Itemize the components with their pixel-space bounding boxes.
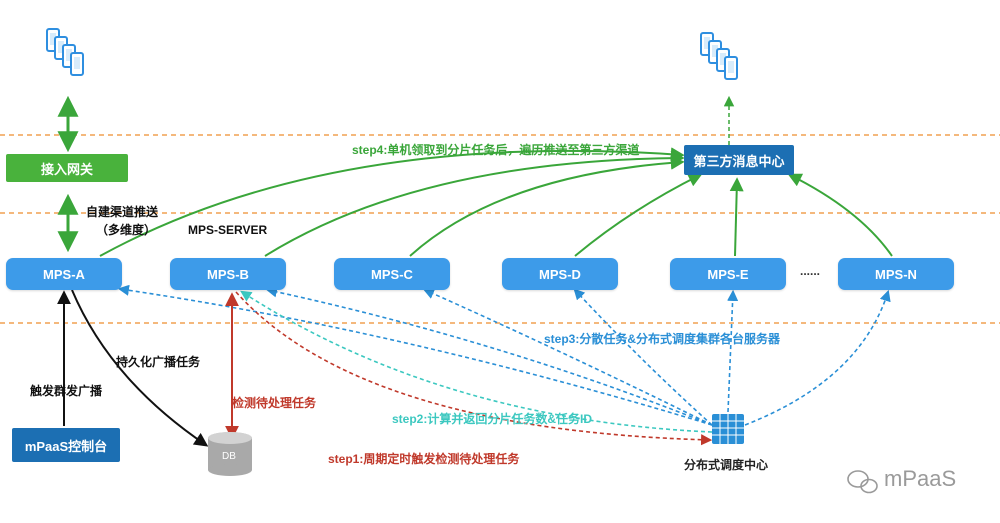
phone-icon	[724, 56, 738, 80]
step2-edge	[240, 290, 713, 433]
db-cylinder	[208, 432, 252, 476]
mps-label: MPS-E	[707, 266, 749, 282]
mps-label: MPS-D	[539, 266, 581, 282]
mps-a-node: MPS-A	[6, 258, 122, 290]
mps-e-node: MPS-E	[670, 258, 786, 290]
server-label: MPS-SERVER	[188, 223, 268, 237]
step1-label: step1:周期定时触发检测待处理任务	[328, 452, 520, 466]
step4-edge	[409, 155, 685, 257]
mps-label: MPS-N	[875, 266, 917, 282]
mps-c-node: MPS-C	[334, 258, 450, 290]
ellipsis: ......	[800, 264, 821, 278]
gateway-node: 接入网关	[6, 154, 128, 182]
step3-edge	[422, 288, 713, 426]
db-label: DB	[222, 451, 236, 462]
mps-n-node: MPS-N	[838, 258, 954, 290]
scheduler-icon	[712, 414, 744, 444]
mps-label: MPS-A	[43, 266, 85, 282]
step3-edge	[573, 288, 713, 426]
console-label: mPaaS控制台	[24, 438, 108, 454]
scheduler-label: 分布式调度中心	[684, 458, 769, 472]
mps-d-node: MPS-D	[502, 258, 618, 290]
mps-b-node: MPS-B	[170, 258, 286, 290]
console-node: mPaaS控制台	[12, 428, 120, 462]
gateway-label: 接入网关	[40, 161, 93, 177]
step3-edge	[727, 289, 739, 413]
trigger-label: 触发群发广播	[30, 384, 103, 398]
step4-edge	[264, 151, 685, 257]
third-party-node: 第三方消息中心	[684, 145, 794, 175]
persist-arrow	[71, 289, 209, 447]
multi-dim-label: （多维度）	[96, 223, 157, 237]
step3-label: step3:分散任务&分布式调度集群各台服务器	[544, 332, 781, 346]
step4-edge	[787, 173, 893, 257]
detect-label: 检测待处理任务	[232, 396, 317, 410]
step1-edge	[235, 291, 713, 446]
watermark: mPaaS	[884, 466, 957, 491]
step4-edge	[729, 177, 744, 257]
self-push-label: 自建渠道推送	[86, 205, 159, 219]
step4-edge	[574, 173, 703, 257]
step4-edge	[99, 147, 685, 257]
divider-lines	[0, 134, 1000, 324]
third-party-label: 第三方消息中心	[693, 153, 785, 169]
mps-label: MPS-B	[207, 266, 249, 282]
step3-edge	[117, 284, 713, 426]
persist-label: 持久化广播任务	[116, 355, 201, 369]
step3-edge	[744, 289, 891, 426]
step2-label: step2:计算并返回分片任务数&任务ID	[392, 412, 593, 426]
step3-edge	[265, 286, 713, 426]
step4-edges	[99, 147, 893, 257]
step4-label: step4:单机领取到分片任务后，遍历推送至第三方渠道	[352, 143, 640, 157]
mps-label: MPS-C	[371, 266, 413, 282]
wechat-icon	[847, 470, 878, 494]
phone-icon	[70, 52, 84, 76]
step3-edges	[117, 284, 891, 426]
